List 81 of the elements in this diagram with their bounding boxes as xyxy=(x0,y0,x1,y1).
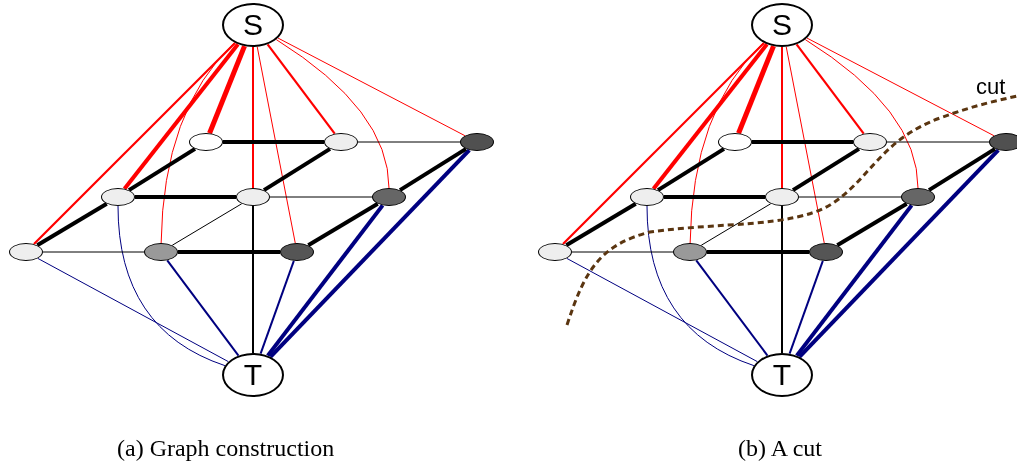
edge-line xyxy=(207,45,247,135)
edge-line xyxy=(266,204,385,357)
edge-line xyxy=(178,250,280,254)
edge-line xyxy=(656,147,726,192)
node-label: T xyxy=(243,360,263,390)
edge-line xyxy=(566,257,758,363)
edge-line xyxy=(791,147,861,192)
node-label: T xyxy=(772,360,792,390)
edge-line xyxy=(127,147,197,192)
curved-edge xyxy=(646,205,755,367)
edge-line xyxy=(798,196,902,198)
pixel-node xyxy=(372,188,406,206)
edge-line xyxy=(42,251,145,253)
pixel-node xyxy=(673,243,707,261)
node-label: S xyxy=(243,10,263,40)
edge-line xyxy=(806,37,995,137)
pixel-node xyxy=(280,243,314,261)
terminal-node xyxy=(222,3,284,47)
terminal-node xyxy=(751,3,813,47)
panel-caption: (a) Graph construction xyxy=(117,434,335,463)
edge-line xyxy=(795,204,914,357)
edge-line xyxy=(565,202,637,247)
edge-line xyxy=(266,43,336,135)
edge-line xyxy=(252,205,254,354)
edge-line xyxy=(707,250,809,254)
edge-line xyxy=(277,37,466,137)
edge-line xyxy=(269,196,373,198)
curved-edge xyxy=(160,42,235,244)
edge-line xyxy=(695,259,769,357)
curved-edge xyxy=(117,205,226,367)
edge-line xyxy=(37,257,229,363)
cut-label: cut xyxy=(976,73,1006,101)
edge-line xyxy=(664,195,765,199)
pixel-node xyxy=(538,243,572,261)
pixel-node xyxy=(189,133,223,151)
edge-line xyxy=(736,45,776,135)
edge-line xyxy=(795,43,865,135)
pixel-node xyxy=(718,133,752,151)
edge-line xyxy=(262,147,332,192)
edge-line xyxy=(122,43,240,190)
pixel-node xyxy=(901,188,935,206)
terminal-node xyxy=(222,353,284,397)
edge-line xyxy=(752,140,853,144)
pixel-node xyxy=(989,133,1017,151)
edge-line xyxy=(781,46,783,189)
edge-line xyxy=(788,259,824,355)
pixel-node xyxy=(809,243,843,261)
edge-line xyxy=(785,46,825,244)
pixel-node xyxy=(324,133,358,151)
edge-line xyxy=(562,42,765,245)
edge-line xyxy=(836,202,908,247)
edge-line xyxy=(927,147,997,192)
edge-line xyxy=(223,140,324,144)
curved-edge xyxy=(689,42,764,244)
edge-line xyxy=(651,43,769,190)
pixel-node xyxy=(9,243,43,261)
edge-line xyxy=(259,259,295,355)
terminal-node xyxy=(751,353,813,397)
node-label: S xyxy=(772,10,792,40)
edge-line xyxy=(166,259,240,357)
pixel-node xyxy=(853,133,887,151)
edge-line xyxy=(135,195,236,199)
pixel-node xyxy=(460,133,494,151)
edge-line xyxy=(252,46,254,189)
edge-line xyxy=(36,202,108,247)
curved-edge xyxy=(804,39,919,189)
edge-line xyxy=(307,202,379,247)
panel-caption: (b) A cut xyxy=(738,434,822,463)
pixel-node xyxy=(144,243,178,261)
curved-edge xyxy=(275,39,390,189)
edge-line xyxy=(398,147,468,192)
pixel-node xyxy=(101,188,135,206)
pixel-node xyxy=(236,188,270,206)
edge-line xyxy=(256,46,296,244)
edge-line xyxy=(33,42,236,245)
pixel-node xyxy=(765,188,799,206)
edge-line xyxy=(571,251,674,253)
edge-line xyxy=(886,141,990,143)
edge-line xyxy=(781,205,783,354)
pixel-node xyxy=(630,188,664,206)
edge-line xyxy=(357,141,461,143)
